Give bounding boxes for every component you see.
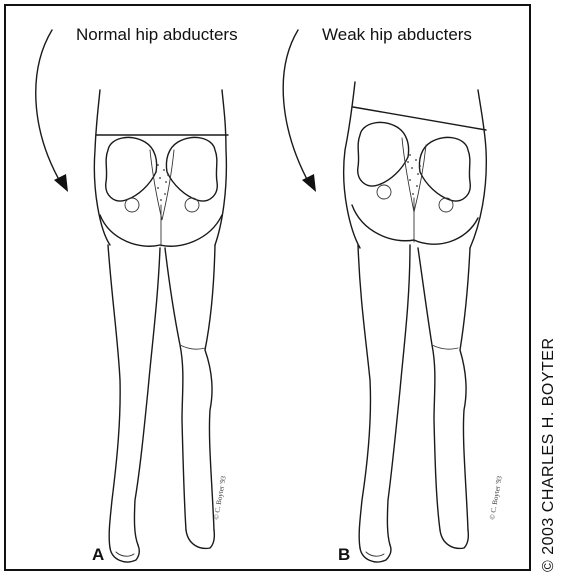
panel-a: Normal hip abducters: [36, 25, 238, 564]
panel-a-caption: Normal hip abducters: [76, 25, 238, 44]
panel-a-arrowhead: [54, 174, 68, 192]
panel-b-standing-foot: [360, 545, 391, 562]
panel-b-letter: B: [338, 545, 350, 564]
panel-b-right-hip-joint: [439, 198, 453, 212]
panel-b-swing-leg-outer: [460, 248, 470, 530]
copyright-notice: © 2003 CHARLES H. BOYTER: [540, 272, 558, 572]
panel-b-left-flank: [344, 82, 360, 248]
panel-a-swing-leg-outer: [205, 245, 215, 530]
panel-b-pelvis-line: [353, 107, 486, 130]
panel-a-toes: [116, 552, 134, 556]
panel-a-standing-foot: [110, 545, 139, 562]
panel-b-caption: Weak hip abducters: [322, 25, 472, 44]
panel-b-left-ilium: [358, 122, 409, 186]
panel-a-arrow: [36, 30, 62, 185]
panel-b-toes: [366, 552, 384, 556]
panel-a-left-ilium: [106, 137, 157, 201]
panel-a-signature: © C. Boyter '93: [212, 475, 228, 521]
panel-b-arrowhead: [302, 174, 316, 192]
panel-b: Weak hip abducters: [283, 25, 504, 564]
panel-a-right-ilium: [166, 137, 217, 201]
panel-b-standing-leg-inner: [387, 245, 410, 545]
panel-a-sacrum: [150, 150, 174, 220]
panel-b-right-ilium: [419, 137, 470, 201]
panel-b-right-flank: [470, 90, 486, 248]
panel-a-right-hip-joint: [185, 198, 199, 212]
panel-a-standing-leg-inner: [134, 248, 160, 545]
panel-b-swing-leg-inner: [418, 248, 440, 530]
panel-b-standing-leg-outer: [358, 245, 371, 548]
panel-a-left-hip-joint: [125, 198, 139, 212]
panel-b-left-hip-joint: [377, 185, 391, 199]
panel-a-swing-leg-inner: [165, 248, 186, 530]
panel-a-left-flank: [94, 90, 110, 245]
panel-b-swing-foot: [440, 530, 468, 548]
panel-a-knee-crease: [180, 345, 205, 349]
panel-b-buttocks: [352, 205, 478, 244]
panel-a-swing-foot: [186, 530, 214, 548]
panel-b-arrow: [283, 30, 310, 185]
panel-b-knee-crease: [432, 345, 458, 349]
panel-b-signature: © C. Boyter '93: [488, 475, 504, 521]
panel-a-letter: A: [92, 545, 104, 564]
panel-a-standing-leg-outer: [108, 245, 120, 548]
